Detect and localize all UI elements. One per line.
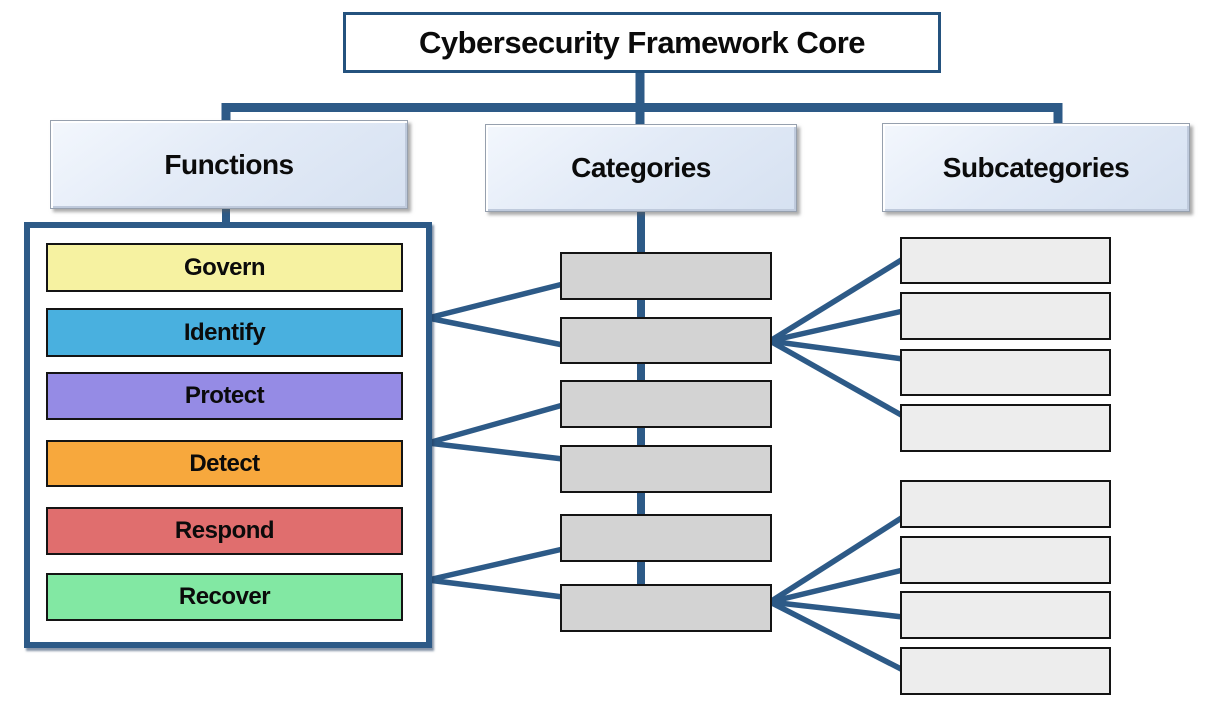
connector-cat6-sub7 [769, 599, 904, 620]
function-box-identify: Identify [46, 308, 403, 357]
connector-cat2-sub4 [768, 338, 905, 419]
category-box-5 [560, 514, 772, 562]
connector-identify-cat2 [427, 315, 564, 348]
subcategory-box-5 [900, 480, 1111, 528]
subcategory-box-7 [900, 591, 1111, 639]
subcategory-box-6 [900, 536, 1111, 584]
category-box-2 [560, 317, 772, 364]
category-box-1 [560, 252, 772, 300]
connector-cat6-sub5 [768, 514, 905, 605]
connector-cat2-sub3 [769, 338, 904, 362]
subcategory-box-2 [900, 292, 1111, 340]
subcategory-box-4 [900, 404, 1111, 452]
subcategory-box-8 [900, 647, 1111, 695]
connector-detect-cat3 [427, 402, 564, 446]
connector-recover-cat5 [427, 546, 564, 583]
function-box-protect: Protect [46, 372, 403, 420]
category-box-4 [560, 445, 772, 493]
connector-bus [221, 103, 1063, 125]
connector-detect-cat4 [427, 440, 564, 462]
function-box-recover: Recover [46, 573, 403, 621]
connector-cat6-sub6 [769, 567, 904, 605]
function-box-detect: Detect [46, 440, 403, 487]
category-box-6 [560, 584, 772, 632]
category-box-3 [560, 380, 772, 428]
subcategory-box-1 [900, 237, 1111, 284]
diagram-title: Cybersecurity Framework Core [343, 12, 941, 73]
connector-cat2-sub1 [768, 256, 905, 344]
connector-recover-cat6 [427, 577, 564, 600]
function-box-govern: Govern [46, 243, 403, 292]
connector-cat2-sub2 [769, 308, 904, 344]
connector-identify-cat1 [427, 281, 564, 321]
connector-cat6-sub8 [768, 599, 905, 673]
function-box-respond: Respond [46, 507, 403, 555]
subcategory-box-3 [900, 349, 1111, 396]
subcategories-header: Subcategories [882, 123, 1190, 212]
functions-header: Functions [50, 120, 408, 209]
categories-header: Categories [485, 124, 797, 212]
